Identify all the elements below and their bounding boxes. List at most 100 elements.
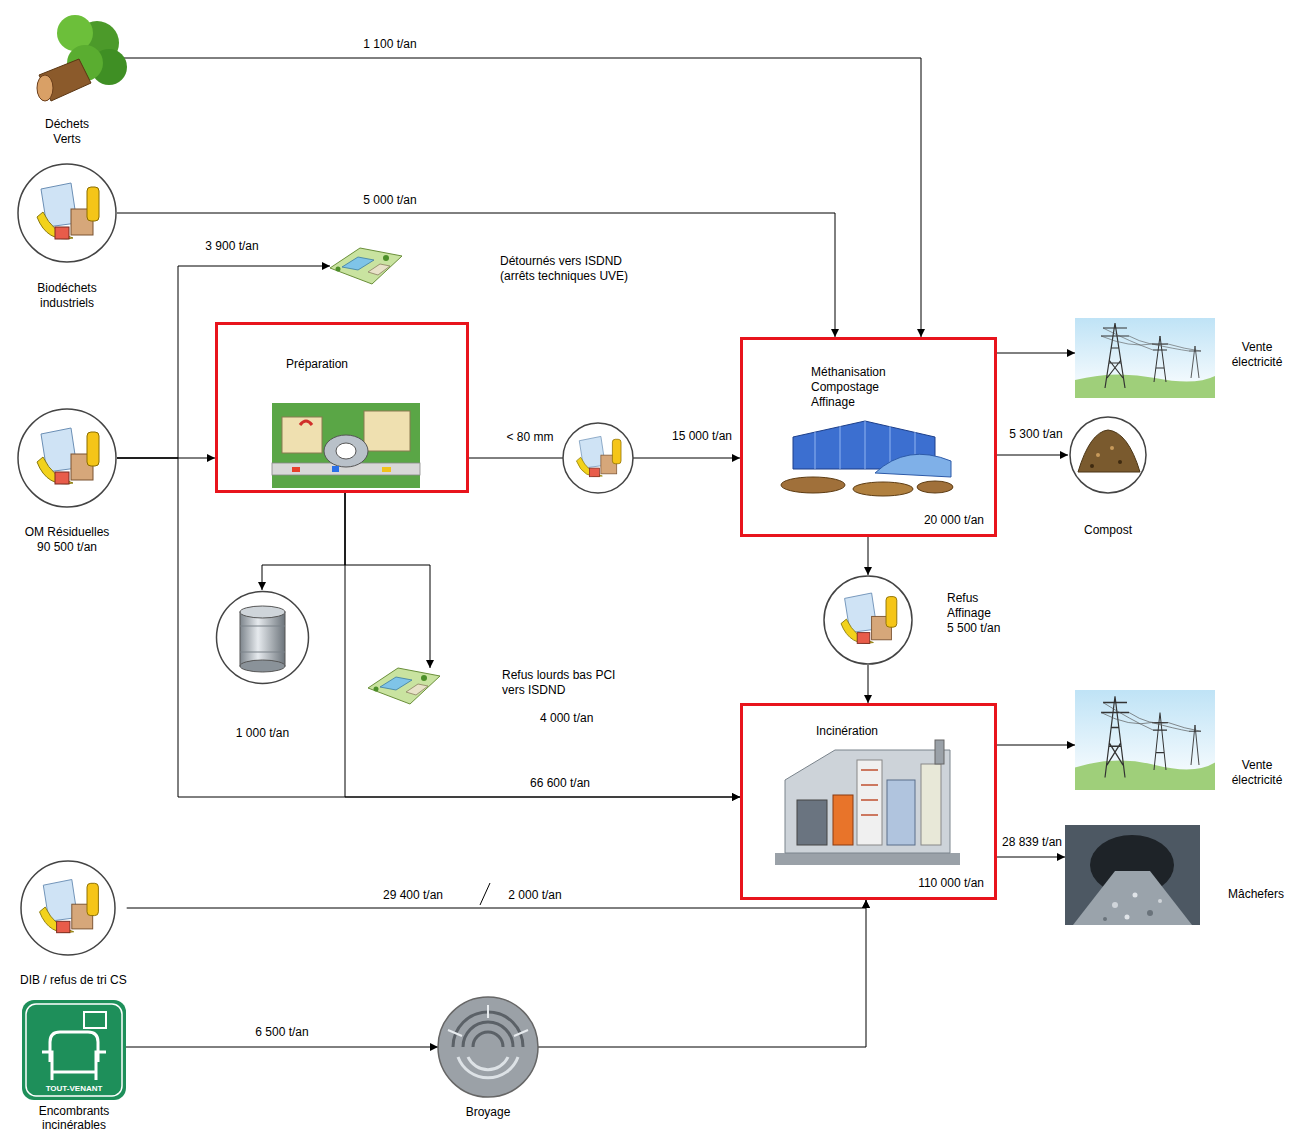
icon-area xyxy=(1075,318,1215,398)
node-text: DIB / refus de tri CS xyxy=(20,973,127,988)
metal-can-icon xyxy=(240,660,285,672)
sorting-plant-image xyxy=(336,443,356,459)
biowaste-icon xyxy=(18,164,116,262)
household-waste-icon xyxy=(18,409,116,507)
flow-label: 2 000 t/an xyxy=(506,888,563,903)
industrial-waste-icon xyxy=(40,880,99,933)
flow-arrow xyxy=(262,493,345,590)
sorting-plant-image xyxy=(364,411,410,451)
flow-label: 66 600 t/an xyxy=(528,776,592,791)
shredder-icon xyxy=(448,1005,528,1036)
shredder-icon xyxy=(458,1057,518,1078)
icon-area xyxy=(25,860,121,956)
flow-arrow xyxy=(117,213,835,337)
incinerator-image xyxy=(857,760,882,845)
digester-image xyxy=(781,421,953,496)
node-text: Compost xyxy=(1084,523,1132,538)
node-text: Encombrants incinérables xyxy=(28,1104,120,1132)
bottom-ash-image xyxy=(1103,917,1107,921)
shredder-icon xyxy=(438,997,538,1097)
flow-arrow xyxy=(868,665,869,703)
process-box: Incinération110 000 t/an xyxy=(740,703,997,900)
text-column: Vente électricité xyxy=(1227,340,1287,370)
icon-area xyxy=(1075,690,1215,790)
power-grid-image xyxy=(1075,690,1215,790)
metal-node: 1 000 t/an xyxy=(215,590,310,741)
icon-area xyxy=(1068,415,1148,495)
node-text: Vente électricité xyxy=(1227,758,1287,788)
text-column: Détournés vers ISDND (arrêts techniques … xyxy=(500,254,645,284)
output-node: Vente électricité xyxy=(1075,318,1287,398)
flow-arrow xyxy=(127,900,866,908)
landfill-node: Refus lourds bas PCI vers ISDND4 000 t/a… xyxy=(368,668,624,726)
incinerator-image xyxy=(887,780,915,845)
power-grid-image xyxy=(1075,318,1215,398)
incinerator-image xyxy=(785,750,950,853)
icon-area xyxy=(1065,825,1200,925)
node-text: TOUT-VENANT xyxy=(46,1084,103,1094)
text-column: Refus Affinage5 500 t/an xyxy=(947,591,1007,636)
landfill-icon xyxy=(330,248,402,284)
source-icon: Déchets Verts xyxy=(17,5,117,147)
fine-fraction-icon xyxy=(576,436,621,476)
icon-area xyxy=(368,668,440,705)
digester-image xyxy=(781,477,845,493)
bottom-ash-image xyxy=(1112,902,1118,908)
incinerator-image xyxy=(775,853,960,865)
compost-icon xyxy=(1070,417,1146,493)
flow-label: < 80 mm xyxy=(504,430,555,445)
industrial-waste-icon xyxy=(21,861,115,955)
process-box: Méthanisation Compostage Affinage20 000 … xyxy=(740,337,997,537)
bulky-waste-icon xyxy=(22,1000,126,1100)
flow-arrow xyxy=(345,493,740,797)
biowaste-icon xyxy=(37,183,99,239)
flow-arrow xyxy=(997,353,1075,354)
metal-can-icon xyxy=(217,592,309,684)
compost-icon xyxy=(1078,430,1140,472)
sorting-plant-image xyxy=(272,403,420,488)
flow-arrow xyxy=(868,537,869,575)
node-text: OM Résiduelles xyxy=(25,525,110,540)
flow-arrow xyxy=(117,458,740,797)
flow-arrow xyxy=(997,455,1068,456)
flow-label: 5 000 t/an xyxy=(361,193,418,208)
text-column: Mâchefers xyxy=(1228,887,1284,902)
flow-arrow xyxy=(997,857,1065,858)
flow-label: 5 300 t/an xyxy=(1007,427,1064,442)
node-text: Broyage xyxy=(466,1105,511,1120)
icon-area xyxy=(823,575,913,665)
process-box: Préparation xyxy=(215,322,469,493)
digester-image xyxy=(853,482,913,496)
output-node: Compost xyxy=(1068,415,1148,538)
green-waste-icon xyxy=(37,75,53,101)
node-text: 4 000 t/an xyxy=(540,711,593,726)
node-text: 110 000 t/an xyxy=(918,876,984,891)
household-waste-icon xyxy=(18,409,116,507)
reject-icon xyxy=(824,576,912,664)
sorting-plant-image xyxy=(282,417,322,453)
node-text: Refus Affinage xyxy=(947,591,1007,621)
icon-area xyxy=(17,408,117,508)
node-text: 1 000 t/an xyxy=(236,726,289,741)
sorting-plant-image xyxy=(300,421,312,425)
compost-icon xyxy=(1096,453,1100,457)
shredder-icon xyxy=(438,997,538,1097)
source-icon: Biodéchets industriels xyxy=(17,163,117,311)
icon-area xyxy=(215,590,310,685)
sorting-plant-image xyxy=(382,467,391,472)
node-text: 20 000 t/an xyxy=(924,513,984,528)
compost-icon xyxy=(1118,460,1122,464)
node-text: Biodéchets industriels xyxy=(31,281,103,311)
flow-arrow xyxy=(538,900,866,1047)
text-column: Vente électricité xyxy=(1227,758,1287,788)
digester-image xyxy=(917,481,953,493)
sorting-plant-image xyxy=(324,435,368,467)
flow-arrow xyxy=(117,58,921,337)
source-icon: OM Résiduelles90 500 t/an xyxy=(17,408,117,555)
process-icon: Broyage xyxy=(438,997,538,1120)
landfill-node: Détournés vers ISDND (arrêts techniques … xyxy=(330,248,645,284)
bulky-waste-icon xyxy=(42,1032,106,1080)
